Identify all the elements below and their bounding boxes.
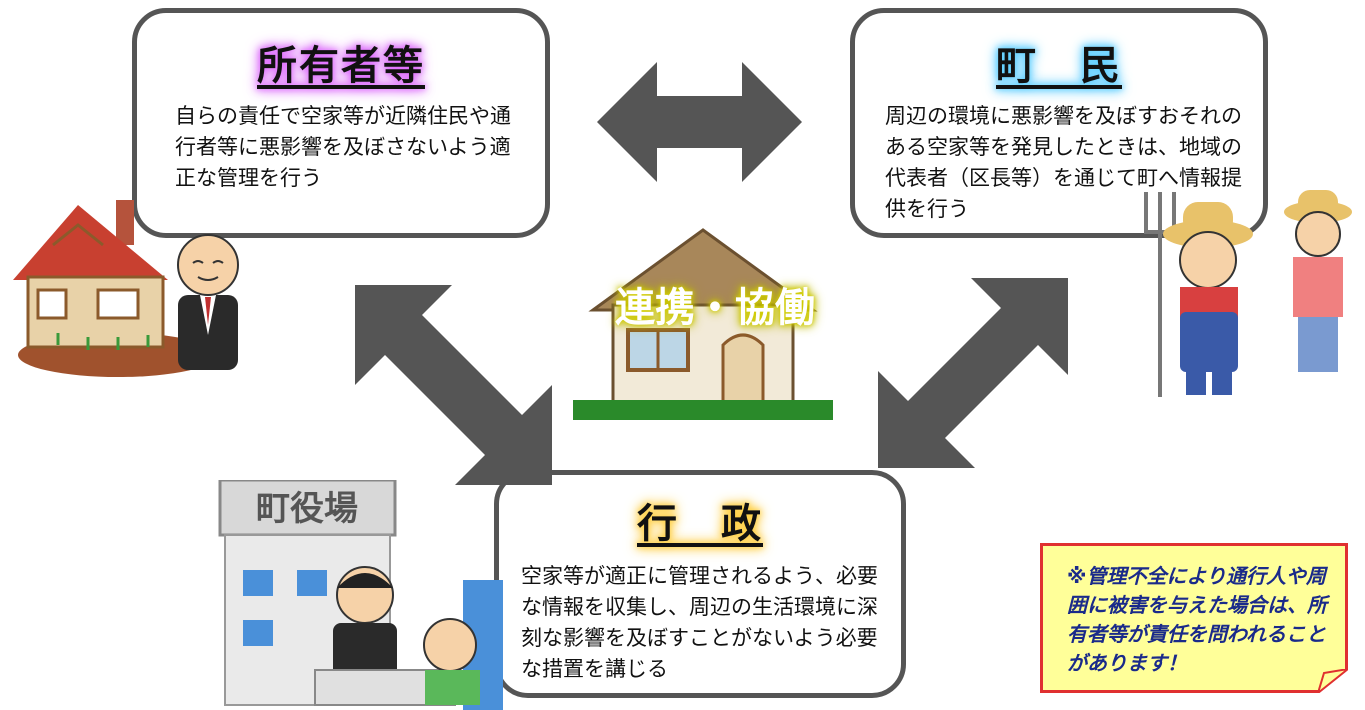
left-diagonal-double-arrow xyxy=(355,285,552,485)
vacant-house-illustration xyxy=(573,228,833,420)
staff-consultation-icon xyxy=(314,566,503,710)
owner-title: 所有者等 xyxy=(257,43,425,89)
warning-note-text: ※管理不全により通行人や周囲に被害を与えた場合は、所有者等が責任を問われることが… xyxy=(1067,564,1327,675)
owner-body: 自らの責任で空家等が近隣住民や通行者等に悪影響を及ぼさないよう適正な管理を行う xyxy=(175,104,511,190)
town-hall-sign: 町役場 xyxy=(256,489,358,529)
residents-body: 周辺の環境に悪影響を及ぼすおそれのある空家等を発見したときは、地域の代表者（区長… xyxy=(885,104,1242,221)
house-icon xyxy=(13,200,218,377)
farmer-woman-icon xyxy=(1284,190,1352,372)
town-hall-illustration: 町役場 xyxy=(218,480,503,710)
residents-box: 町 民 周辺の環境に悪影響を及ぼすおそれのある空家等を発見したときは、地域の代表… xyxy=(850,8,1268,238)
note-corner-fold xyxy=(1318,669,1348,693)
residents-farmers-illustration xyxy=(1144,190,1352,397)
farmer-man-icon xyxy=(1163,202,1253,395)
residents-title: 町 民 xyxy=(996,43,1122,89)
government-box: 行 政 空家等が適正に管理されるよう、必要な情報を収集し、周辺の生活環境に深刻な… xyxy=(494,470,906,698)
owner-box: 所有者等 自らの責任で空家等が近隣住民や通行者等に悪影響を及ぼさないよう適正な管… xyxy=(132,8,550,238)
center-label: 連携・協働 xyxy=(615,285,815,331)
pitchfork-icon xyxy=(1144,192,1176,397)
government-title: 行 政 xyxy=(637,501,763,547)
owner-house-illustration xyxy=(13,200,239,377)
elderly-man-icon xyxy=(177,234,239,370)
warning-note: ※管理不全により通行人や周囲に被害を与えた場合は、所有者等が責任を問われることが… xyxy=(1040,543,1348,693)
right-diagonal-double-arrow xyxy=(878,278,1068,468)
horizontal-double-arrow xyxy=(597,62,802,182)
government-body: 空家等が適正に管理されるよう、必要な情報を収集し、周辺の生活環境に深刻な影響を及… xyxy=(521,564,878,681)
